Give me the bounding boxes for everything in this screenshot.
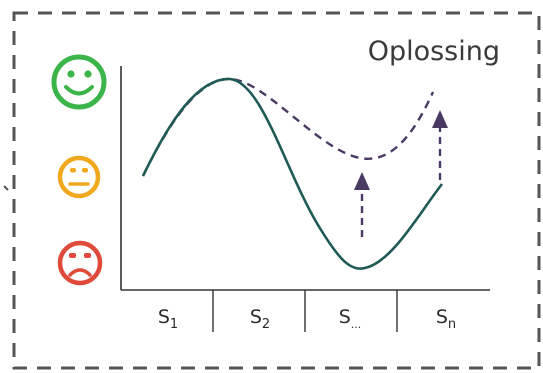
segment-label-1: S1 [158, 306, 178, 332]
segment-label-2: S2 [250, 306, 270, 332]
solid-original-curve [141, 77, 444, 270]
improvement-arrow-middle [354, 172, 370, 237]
segment-label-4: Sn [436, 306, 456, 332]
frame-tick [3, 185, 9, 191]
segment-label-3: S... [339, 306, 362, 331]
sad-face-icon [57, 240, 103, 286]
improvement-arrow-right [432, 110, 448, 180]
neutral-face-icon [57, 155, 101, 199]
dashed-frame [12, 11, 541, 370]
diagram-title: Oplossing [368, 36, 500, 67]
happy-face-icon [51, 54, 107, 110]
